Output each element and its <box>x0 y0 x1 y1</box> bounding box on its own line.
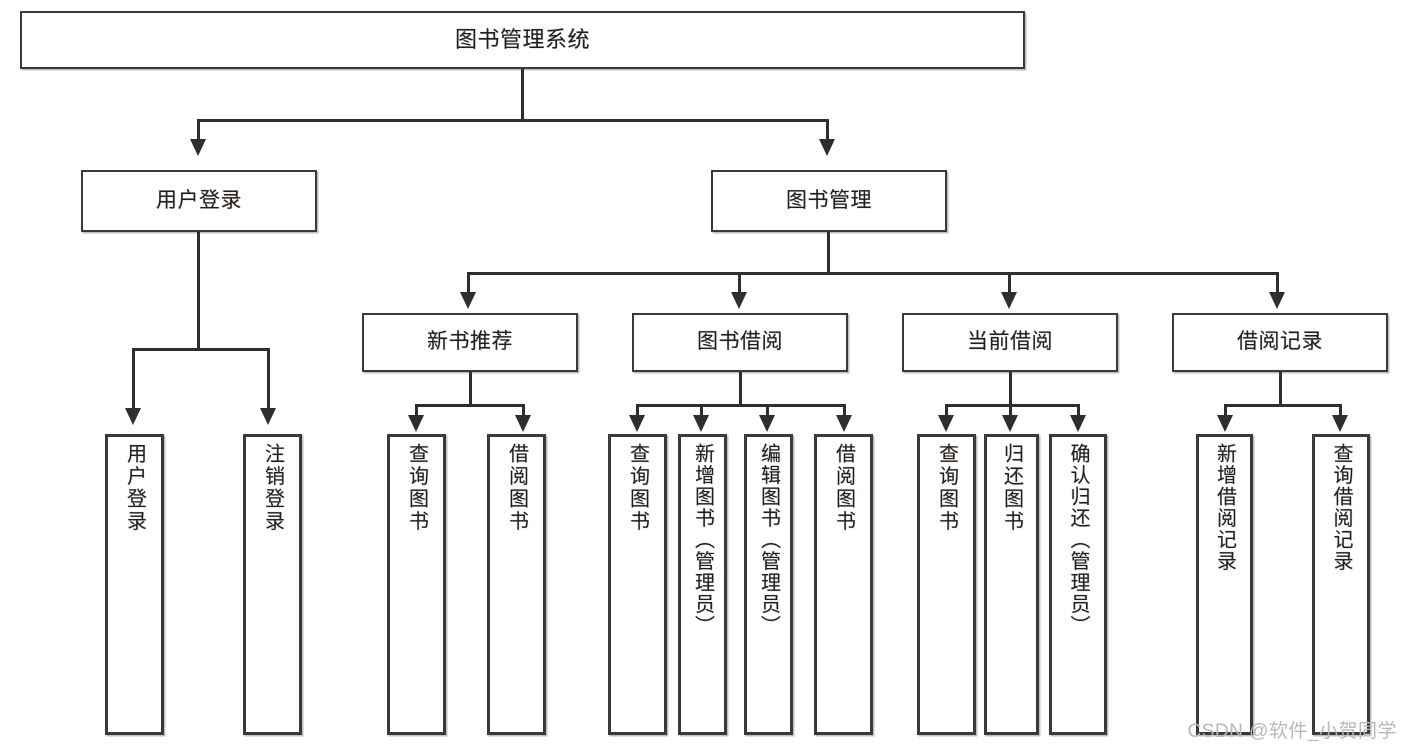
leaf-query-book-3[interactable]: 查询图书 <box>917 434 976 735</box>
connector-current-borrow-drop-3 <box>1077 404 1080 417</box>
watermark-text: CSDN @软件_小贺同学 <box>1187 721 1397 742</box>
node-label: 查询图书 <box>935 443 958 533</box>
node-label: 确认归还（管理员） <box>1067 443 1089 637</box>
connector-book-borrow-drop-1 <box>636 404 639 417</box>
connector-root-drop-left <box>197 119 200 141</box>
leaf-edit-book[interactable]: 编辑图书（管理员） <box>744 434 793 735</box>
connector-book-manage-stem <box>827 232 830 274</box>
connector-borrow-record-drop-1 <box>1224 404 1227 417</box>
node-label: 编辑图书（管理员） <box>757 443 780 637</box>
leaf-query-book-2[interactable]: 查询图书 <box>608 434 667 735</box>
node-label: 图书管理系统 <box>454 27 590 53</box>
connector-root-bar <box>197 119 829 122</box>
node-book-borrow[interactable]: 图书借阅 <box>632 313 848 372</box>
connector-new-book-rec-bar <box>415 404 525 407</box>
node-label: 查询图书 <box>626 443 649 533</box>
leaf-query-record[interactable]: 查询借阅记录 <box>1312 434 1370 735</box>
leaf-borrow-book-1[interactable]: 借阅图书 <box>487 434 546 735</box>
connector-book-manage-bar <box>467 272 1279 275</box>
leaf-query-book-1[interactable]: 查询图书 <box>387 434 446 735</box>
connector-user-login-stem <box>197 232 200 350</box>
node-label: 新增借阅记录 <box>1213 443 1236 572</box>
connector-root-drop-right <box>826 119 829 141</box>
connector-book-borrow-drop-2 <box>700 404 703 417</box>
node-label: 新增图书（管理员） <box>691 443 714 637</box>
node-label: 用户登录 <box>156 188 242 212</box>
connector-book-borrow-stem <box>739 372 742 406</box>
connector-book-manage-drop-4 <box>1276 272 1279 294</box>
arrowhead-to-leaf-query-book-3 <box>938 415 954 432</box>
node-new-book-rec[interactable]: 新书推荐 <box>362 313 578 372</box>
node-label: 当前借阅 <box>967 330 1053 354</box>
node-label: 新书推荐 <box>427 330 513 354</box>
arrowhead-to-leaf-user-login <box>125 408 141 425</box>
connector-user-login-bar <box>132 348 270 351</box>
connector-user-login-drop-1 <box>132 348 135 410</box>
leaf-borrow-book-2[interactable]: 借阅图书 <box>814 434 873 735</box>
arrowhead-to-book-borrow <box>731 292 747 309</box>
arrowhead-to-current-borrow <box>1001 292 1017 309</box>
connector-book-manage-drop-2 <box>738 272 741 294</box>
node-book-manage[interactable]: 图书管理 <box>711 170 947 232</box>
node-label: 图书借阅 <box>697 330 783 354</box>
arrowhead-to-leaf-query-record <box>1332 415 1348 432</box>
node-label: 借阅图书 <box>505 443 528 533</box>
node-label: 注销登录 <box>261 443 284 533</box>
leaf-add-record[interactable]: 新增借阅记录 <box>1196 434 1253 735</box>
arrowhead-to-leaf-query-book-1 <box>408 415 424 432</box>
arrowhead-to-leaf-borrow-book-2 <box>836 415 852 432</box>
node-label: 查询图书 <box>405 443 428 533</box>
arrowhead-to-leaf-edit-book <box>759 415 775 432</box>
leaf-add-book[interactable]: 新增图书（管理员） <box>678 434 727 735</box>
arrowhead-to-new-book-rec <box>460 292 476 309</box>
connector-current-borrow-drop-1 <box>945 404 948 417</box>
arrowhead-to-user-login <box>190 139 206 156</box>
connector-current-borrow-drop-2 <box>1009 404 1012 417</box>
node-label: 用户登录 <box>123 443 146 533</box>
connector-borrow-record-drop-2 <box>1339 404 1342 417</box>
connector-book-manage-drop-1 <box>467 272 470 294</box>
node-label: 借阅记录 <box>1237 330 1323 354</box>
arrowhead-to-leaf-confirm-return <box>1070 415 1086 432</box>
arrowhead-to-leaf-return-book <box>1002 415 1018 432</box>
node-borrow-record[interactable]: 借阅记录 <box>1172 313 1388 372</box>
leaf-user-logout[interactable]: 注销登录 <box>243 434 302 735</box>
arrowhead-to-leaf-query-book-2 <box>629 415 645 432</box>
node-root-system[interactable]: 图书管理系统 <box>20 11 1025 69</box>
connector-new-book-rec-drop-1 <box>415 404 418 417</box>
connector-current-borrow-bar <box>945 404 1080 407</box>
arrowhead-to-book-manage <box>819 139 835 156</box>
connector-borrow-record-bar <box>1224 404 1342 407</box>
node-label: 归还图书 <box>1000 443 1023 533</box>
arrowhead-to-borrow-record <box>1269 292 1285 309</box>
node-label: 图书管理 <box>786 188 872 212</box>
connector-user-login-drop-2 <box>267 348 270 410</box>
node-user-login[interactable]: 用户登录 <box>81 170 317 232</box>
node-label: 借阅图书 <box>832 443 855 533</box>
connector-new-book-rec-stem <box>469 372 472 406</box>
leaf-user-login[interactable]: 用户登录 <box>105 434 164 735</box>
arrowhead-to-leaf-borrow-book-1 <box>515 415 531 432</box>
connector-book-borrow-drop-3 <box>766 404 769 417</box>
connector-book-manage-drop-3 <box>1008 272 1011 294</box>
connector-new-book-rec-drop-2 <box>522 404 525 417</box>
connector-book-borrow-bar <box>636 404 846 407</box>
connector-borrow-record-stem <box>1279 372 1282 406</box>
leaf-return-book[interactable]: 归还图书 <box>984 434 1039 735</box>
arrowhead-to-leaf-user-logout <box>260 408 276 425</box>
connector-root-stem <box>521 69 524 121</box>
arrowhead-to-leaf-add-book <box>693 415 709 432</box>
node-label: 查询借阅记录 <box>1330 443 1352 572</box>
node-current-borrow[interactable]: 当前借阅 <box>902 313 1118 372</box>
arrowhead-to-leaf-add-record <box>1217 415 1233 432</box>
connector-book-borrow-drop-4 <box>843 404 846 417</box>
leaf-confirm-return[interactable]: 确认归还（管理员） <box>1049 434 1107 735</box>
connector-current-borrow-stem <box>1009 372 1012 406</box>
